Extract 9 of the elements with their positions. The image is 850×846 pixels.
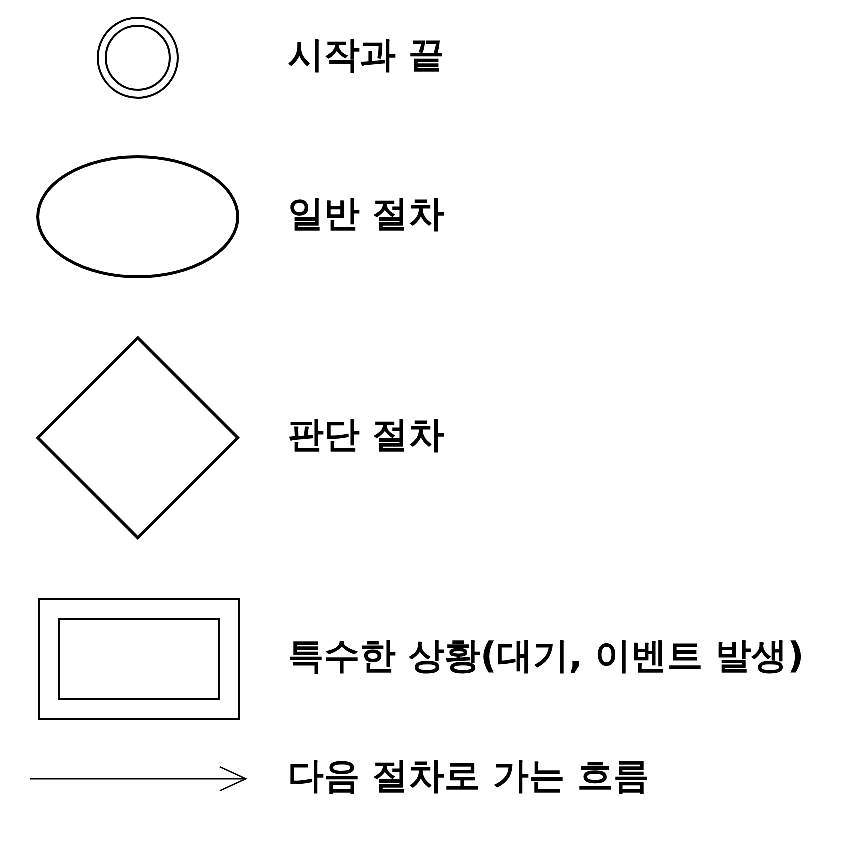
double-circle-symbol	[97, 17, 179, 99]
legend-label: 다음 절차로 가는 흐름	[288, 755, 650, 799]
legend-label: 일반 절차	[288, 193, 445, 237]
legend-label: 특수한 상황(대기, 이벤트 발생)	[288, 635, 804, 679]
legend-label: 시작과 끝	[288, 34, 445, 78]
diamond-symbol	[36, 336, 240, 540]
double-rectangle-symbol	[38, 598, 240, 720]
legend-label: 판단 절차	[288, 414, 445, 458]
ellipse-symbol	[36, 156, 240, 278]
